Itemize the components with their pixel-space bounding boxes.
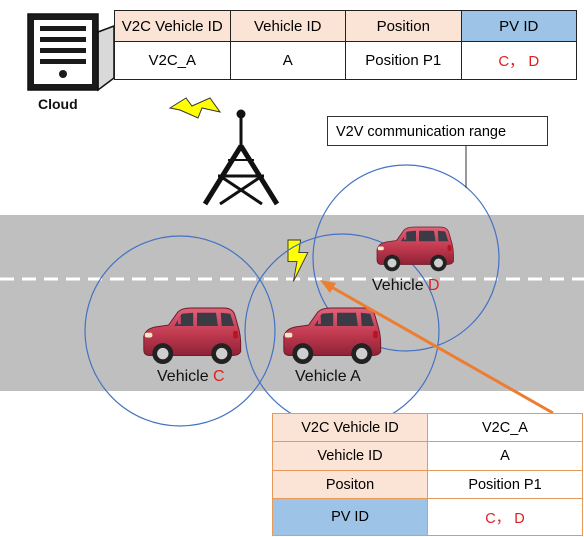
vehicle-table-value-pv: C， D [427,498,583,536]
cloud-label: Cloud [38,96,78,112]
cloud-table-cell-pv: C， D [460,41,577,80]
cloud-table: V2C Vehicle ID Vehicle ID Position PV ID… [114,9,577,80]
cloud-table-header: V2C Vehicle ID [114,9,231,43]
vehicle-label-prefix: Vehicle [372,277,429,294]
vehicle-label-a: Vehicle A [295,368,361,386]
vehicle-table-value: Position P1 [427,469,583,500]
vehicle-label-c: Vehicle C [157,368,225,386]
vehicle-table: V2C Vehicle ID V2C_A Vehicle ID A Posito… [272,412,583,536]
server-icon [27,13,115,92]
pointer-arrow [320,280,554,415]
vehicle-table-value: A [427,441,583,471]
cloud-table-header: Vehicle ID [229,9,346,43]
range-circle-vehicle-d [312,164,500,352]
lightning-icon [168,97,222,119]
vehicle-table-key: V2C Vehicle ID [272,412,428,443]
vehicle-table-key: Positon [272,469,428,500]
vehicle-id: C [213,368,225,385]
vehicle-table-key-pv: PV ID [272,498,428,536]
vehicle-label-prefix: Vehicle [157,368,214,385]
vehicle-id: D [428,277,440,294]
cloud-table-header-pv: PV ID [460,9,577,43]
range-label: V2V communication range [327,116,548,146]
vehicle-label-d: Vehicle D [372,277,440,295]
vehicle-table-key: Vehicle ID [272,441,428,471]
cloud-table-cell: A [229,41,346,80]
range-circle-vehicle-c [84,235,276,427]
vehicle-table-value: V2C_A [427,412,583,443]
vehicle-id: A [350,368,361,385]
vehicle-label-prefix: Vehicle [295,368,351,385]
cloud-table-cell: V2C_A [114,41,231,80]
antenna-tower-icon [202,109,280,206]
cloud-table-cell: Position P1 [345,41,462,80]
cloud-table-header: Position [345,9,462,43]
